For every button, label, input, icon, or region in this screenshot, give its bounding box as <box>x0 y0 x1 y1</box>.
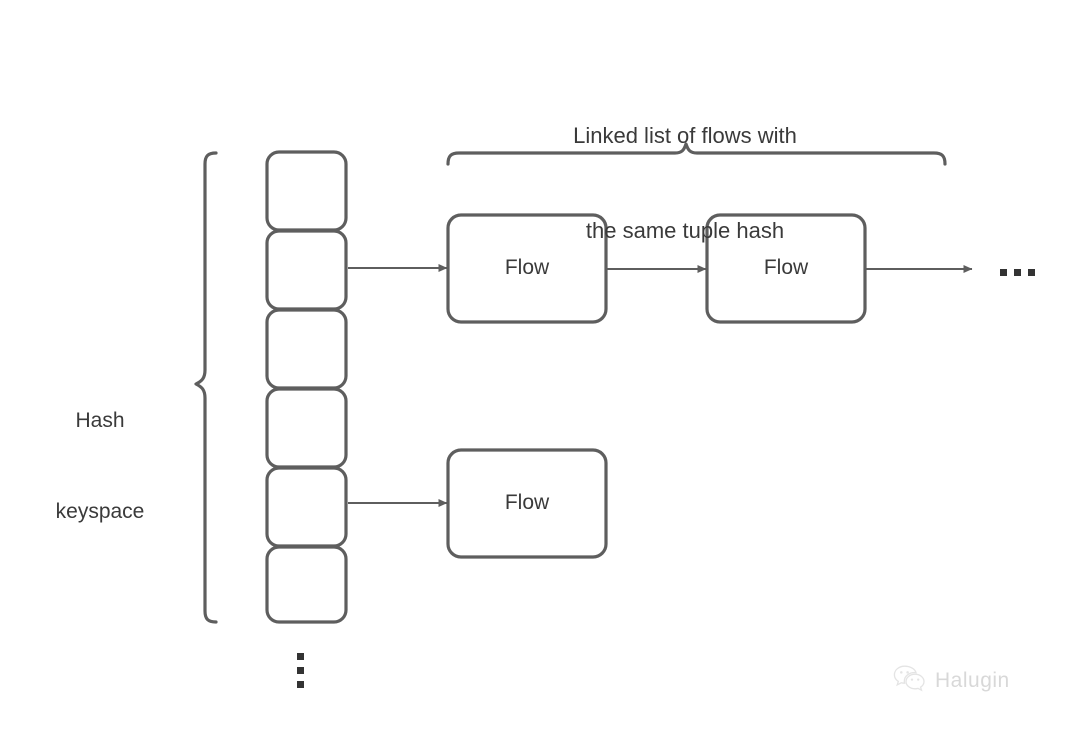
ellipsis-dot <box>1014 269 1021 276</box>
hash-keyspace-label-line-1: Hash <box>75 408 125 432</box>
hash-keyspace-brace <box>194 151 218 624</box>
bucket-cell[interactable] <box>265 150 348 232</box>
hash-keyspace-label: Hash keyspace <box>10 345 190 589</box>
flow-box-3[interactable] <box>446 448 608 559</box>
bucket-cell[interactable] <box>265 387 348 469</box>
flow-box-1-label: Flow <box>504 256 550 279</box>
hash-keyspace-label-line-2: keyspace <box>55 500 145 524</box>
ellipsis-dot <box>1000 269 1007 276</box>
flow-box-1[interactable] <box>446 213 608 324</box>
bucket-cell[interactable] <box>265 466 348 548</box>
linked-list-brace <box>446 142 947 166</box>
bucket-cell[interactable] <box>265 545 348 624</box>
ellipsis-dot <box>1028 269 1035 276</box>
watermark: Halugin <box>893 664 1010 697</box>
bucket-cell[interactable] <box>265 308 348 390</box>
flow-boxes <box>446 213 867 559</box>
ellipsis-dot <box>297 653 304 660</box>
diagram-title-line-2: the same tuple hash <box>585 218 785 244</box>
flow-box-3-label: Flow <box>504 491 550 514</box>
ellipsis-dot <box>297 681 304 688</box>
ellipsis-dot <box>297 667 304 674</box>
flow-box-2[interactable] <box>705 213 867 324</box>
connector-arrows <box>348 264 973 507</box>
horizontal-ellipsis-icon <box>1000 266 1036 280</box>
diagram-title-line-1: Linked list of flows with <box>573 122 797 148</box>
diagram-title: Linked list of flows with the same tuple… <box>465 56 905 311</box>
bucket-cell[interactable] <box>265 229 348 311</box>
wechat-icon <box>893 664 927 697</box>
flow-box-2-label: Flow <box>763 256 809 279</box>
vertical-ellipsis-icon <box>295 653 307 693</box>
watermark-text: Halugin <box>935 668 1010 692</box>
hash-bucket-column <box>265 150 348 624</box>
